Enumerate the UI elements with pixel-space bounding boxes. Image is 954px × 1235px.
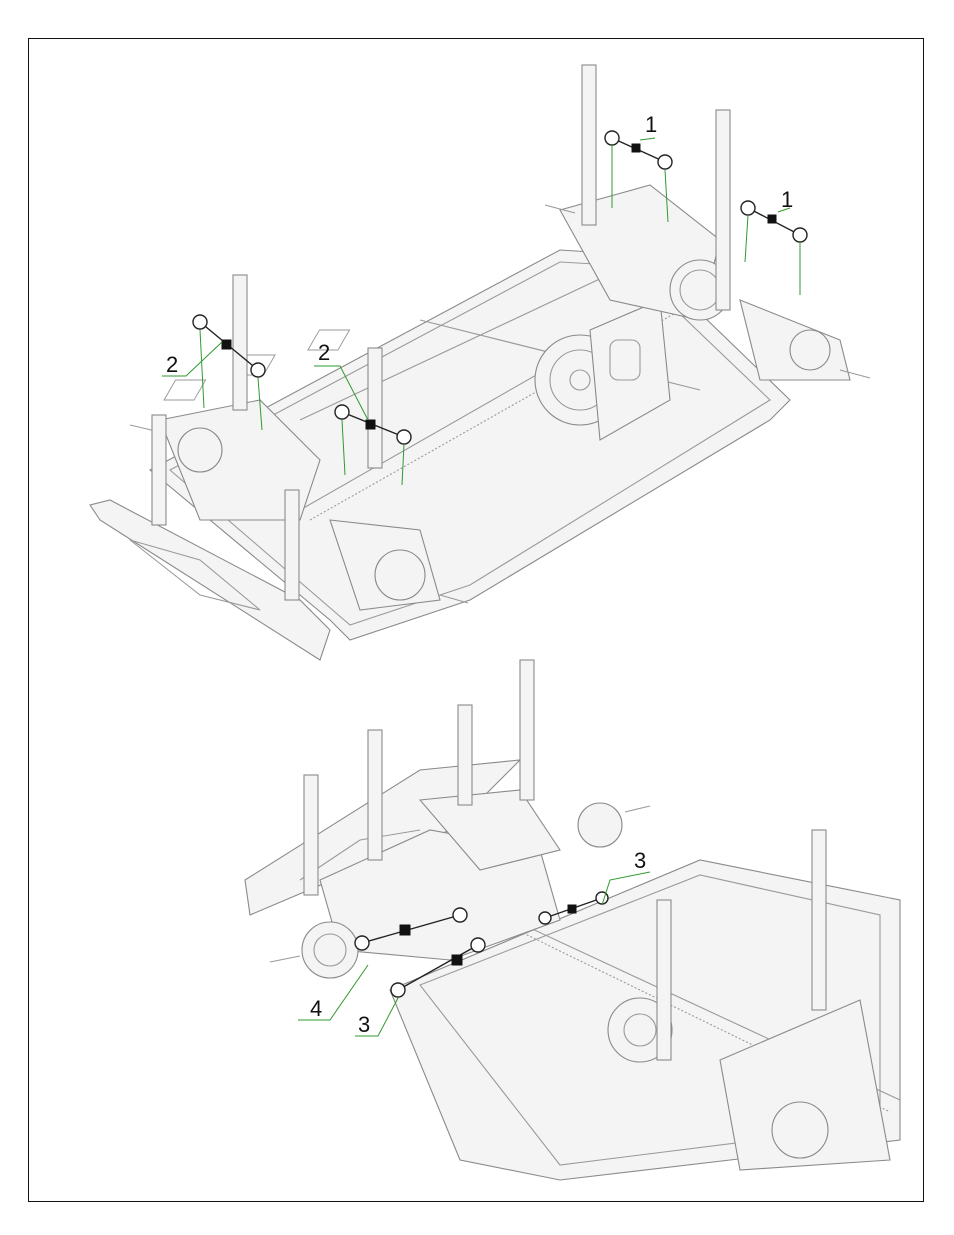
bottom-chassis-view [245,660,954,1180]
callout-label-3b: 3 [358,1012,370,1037]
callout-label-1b: 1 [781,187,793,212]
hub-left [302,922,358,978]
turnbuckle-1a[interactable] [605,131,672,169]
top-chassis-view [90,65,870,660]
turnbuckle-2a[interactable] [193,315,265,377]
turnbuckle-1b[interactable] [741,201,807,242]
callout-label-4: 4 [310,996,322,1021]
callout-label-1a: 1 [645,112,657,137]
callout-label-2b: 2 [318,340,330,365]
callout-label-2a: 2 [166,352,178,377]
callout-label-3a: 3 [634,848,646,873]
